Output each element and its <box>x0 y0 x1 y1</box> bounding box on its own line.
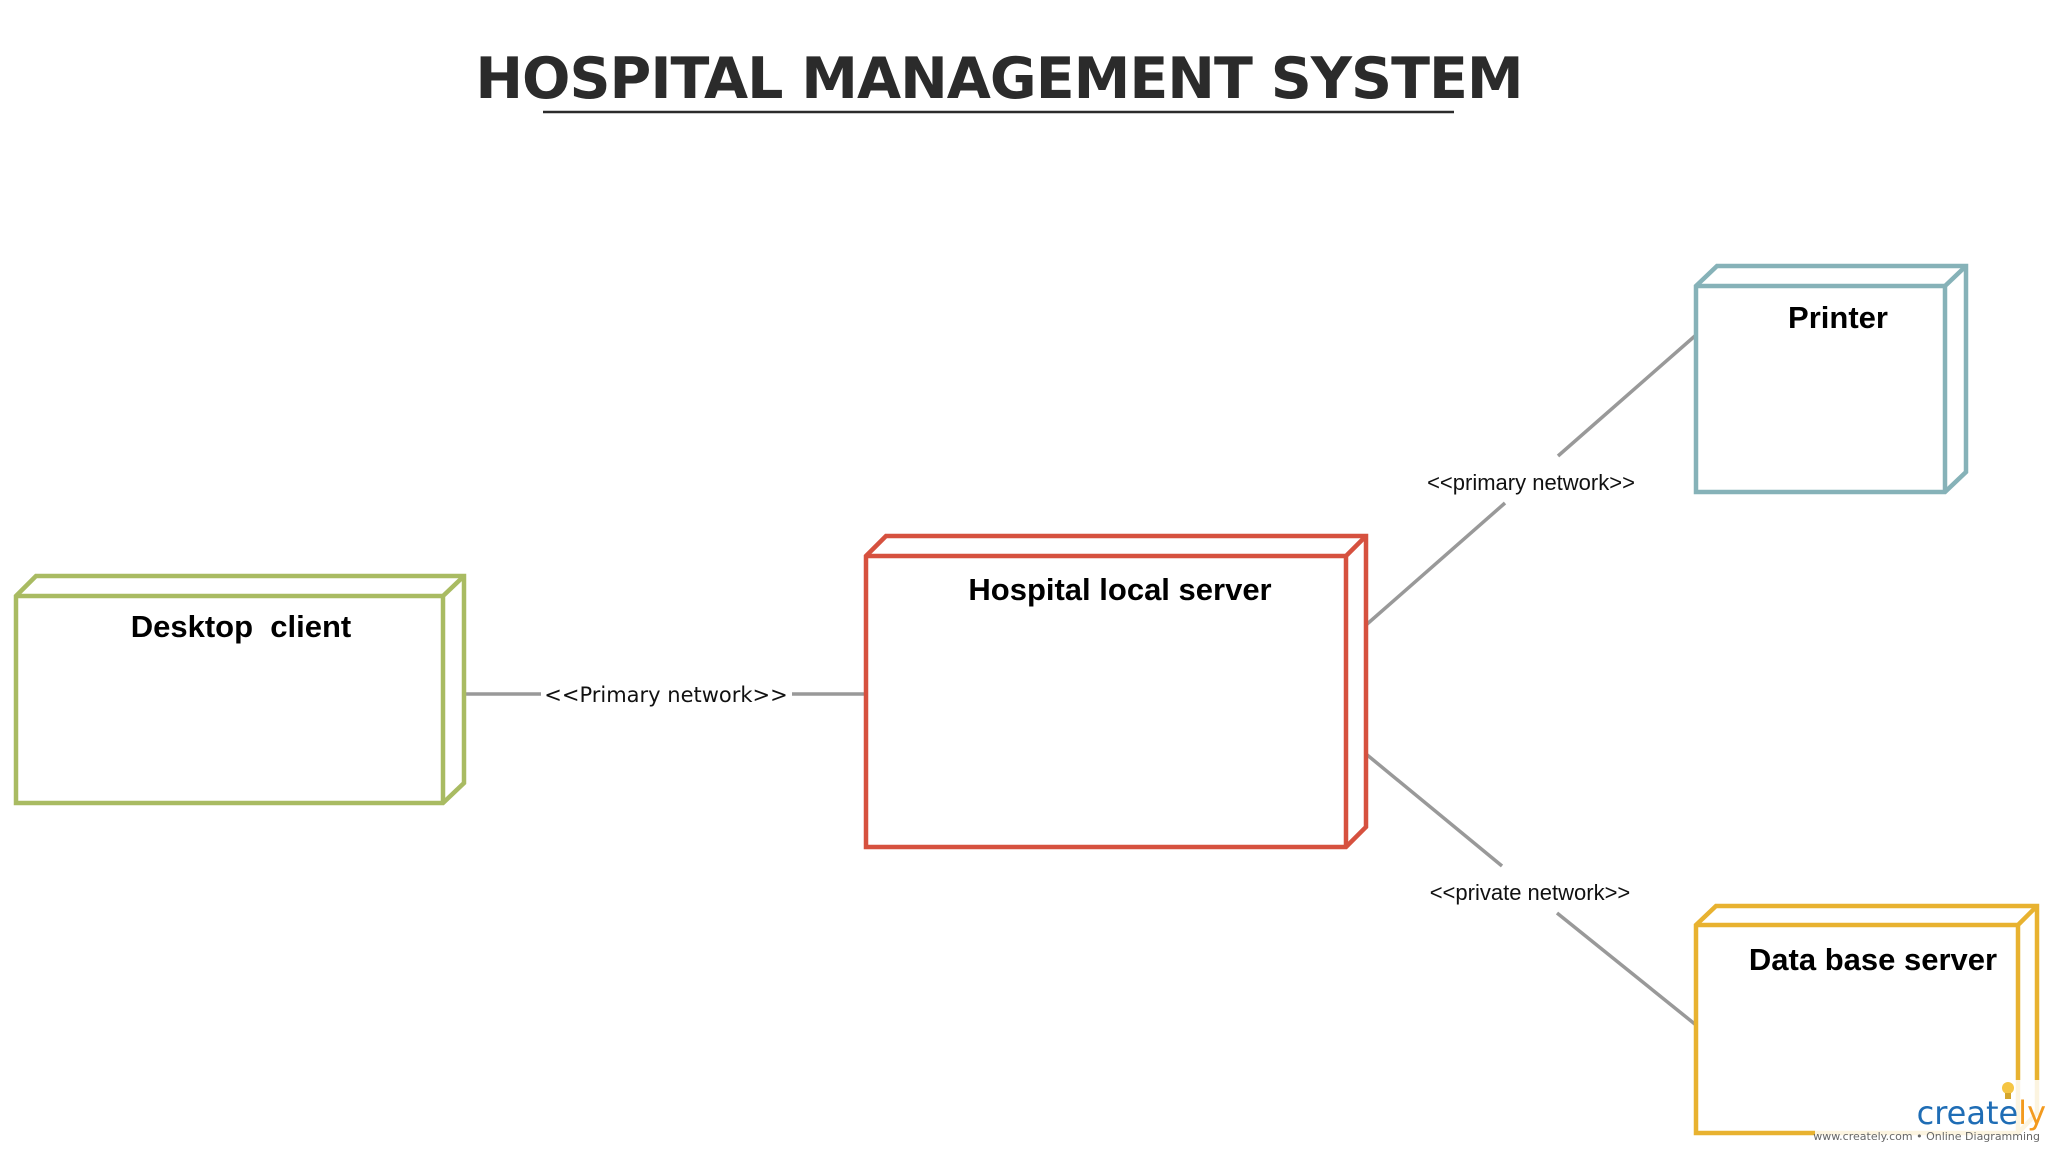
edge-desktop-to-hospital[interactable]: <<Primary network>> <box>464 683 866 707</box>
node-label: Printer <box>1788 300 1888 335</box>
logo-main-text: create <box>1917 1094 2019 1132</box>
lightbulb-icon <box>2002 1082 2014 1099</box>
node-label: Data base server <box>1749 942 1997 977</box>
connector-line-segment <box>1556 333 1698 458</box>
creately-logo: creately <box>1917 1094 2046 1132</box>
node-desktop-client[interactable]: Desktop client <box>13 573 467 806</box>
edge-label-primary-network: <<Primary network>> <box>544 683 788 707</box>
connector-line-segment <box>1364 501 1507 627</box>
node-box-edges <box>16 574 466 803</box>
edge-hospital-to-printer[interactable]: <<primary network>> <box>1364 333 1698 627</box>
creately-watermark[interactable]: creately www.creately.com • Online Diagr… <box>1813 1080 2050 1150</box>
node-label: Hospital local server <box>968 572 1271 607</box>
node-database-server[interactable]: Data base server <box>1693 903 2040 1136</box>
connector-line-segment <box>1364 752 1504 868</box>
node-label: Desktop client <box>131 609 352 644</box>
node-box-outline <box>13 573 467 806</box>
edge-hospital-to-database[interactable]: <<private network>> <box>1364 752 1698 1027</box>
node-box-outline <box>863 533 1369 850</box>
diagram-title: HOSPITAL MANAGEMENT SYSTEM <box>475 46 1522 112</box>
node-box-edges <box>1696 264 1968 492</box>
edge-label-printer-network: <<primary network>> <box>1427 470 1635 495</box>
logo-accent-text: ly <box>2018 1094 2046 1132</box>
node-printer[interactable]: Printer <box>1693 263 1969 495</box>
node-box-edges <box>866 534 1368 847</box>
watermark-url: www.creately.com • Online Diagramming <box>1813 1130 2040 1143</box>
node-hospital-local-server[interactable]: Hospital local server <box>863 533 1369 850</box>
node-box-outline <box>1693 263 1969 495</box>
edge-label-private-network: <<private network>> <box>1430 880 1631 905</box>
connector-line-segment <box>1555 911 1698 1027</box>
